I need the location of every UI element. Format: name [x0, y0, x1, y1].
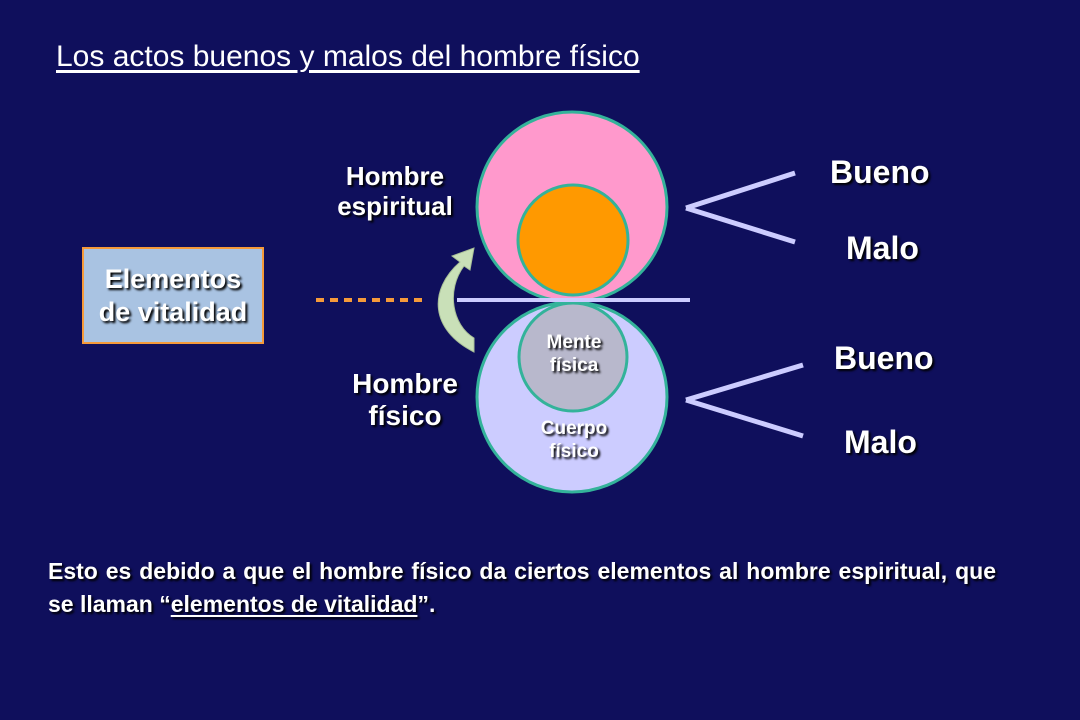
physical-body-label-line1: Cuerpo [540, 418, 608, 439]
physical-mind-label-line2: física [549, 354, 599, 376]
explanation-text: Esto es debido a que el hombre físico da… [48, 555, 996, 622]
lower-branch-bad-line [685, 397, 804, 439]
curved-arrow-icon [437, 247, 475, 353]
explanation-text-part2: ”. [417, 591, 436, 618]
physical-man-label-line2: físico [368, 400, 442, 432]
explanation-text-part1: Esto es debido a que el hombre físico da… [48, 558, 996, 618]
physical-mind-circle [517, 301, 629, 413]
explanation-underlined-term: elementos de vitalidad [170, 591, 418, 618]
vitality-elements-line2: de vitalidad [98, 296, 248, 327]
physical-man-label: Hombre físico [310, 368, 500, 432]
upper-branch-good-line [685, 170, 796, 211]
lower-bad-label: Malo [844, 424, 917, 460]
physical-body-label: Cuerpo físico [520, 418, 628, 464]
physical-man-label-line1: Hombre [352, 368, 458, 399]
page-title: Los actos buenos y malos del hombre físi… [56, 40, 640, 73]
spiritual-man-label-line2: espiritual [337, 190, 453, 221]
spiritual-man-label-line1: Hombre [345, 161, 445, 191]
upper-good-label: Bueno [830, 154, 930, 190]
upper-bad-label: Malo [846, 230, 919, 266]
spiritual-mind-circle [516, 183, 630, 297]
upper-branch-bad-line [685, 205, 796, 245]
physical-mind-label-line1: Mente [546, 332, 602, 353]
physical-body-label-line2: físico [549, 440, 599, 462]
lower-good-label: Bueno [834, 340, 934, 376]
lower-branch-good-line [685, 362, 804, 403]
vitality-elements-box: Elementos de vitalidad [82, 247, 264, 344]
spiritual-man-label: Hombre espiritual [300, 161, 490, 222]
physical-mind-label: Mente física [520, 332, 628, 378]
vitality-elements-line1: Elementos [104, 264, 242, 295]
